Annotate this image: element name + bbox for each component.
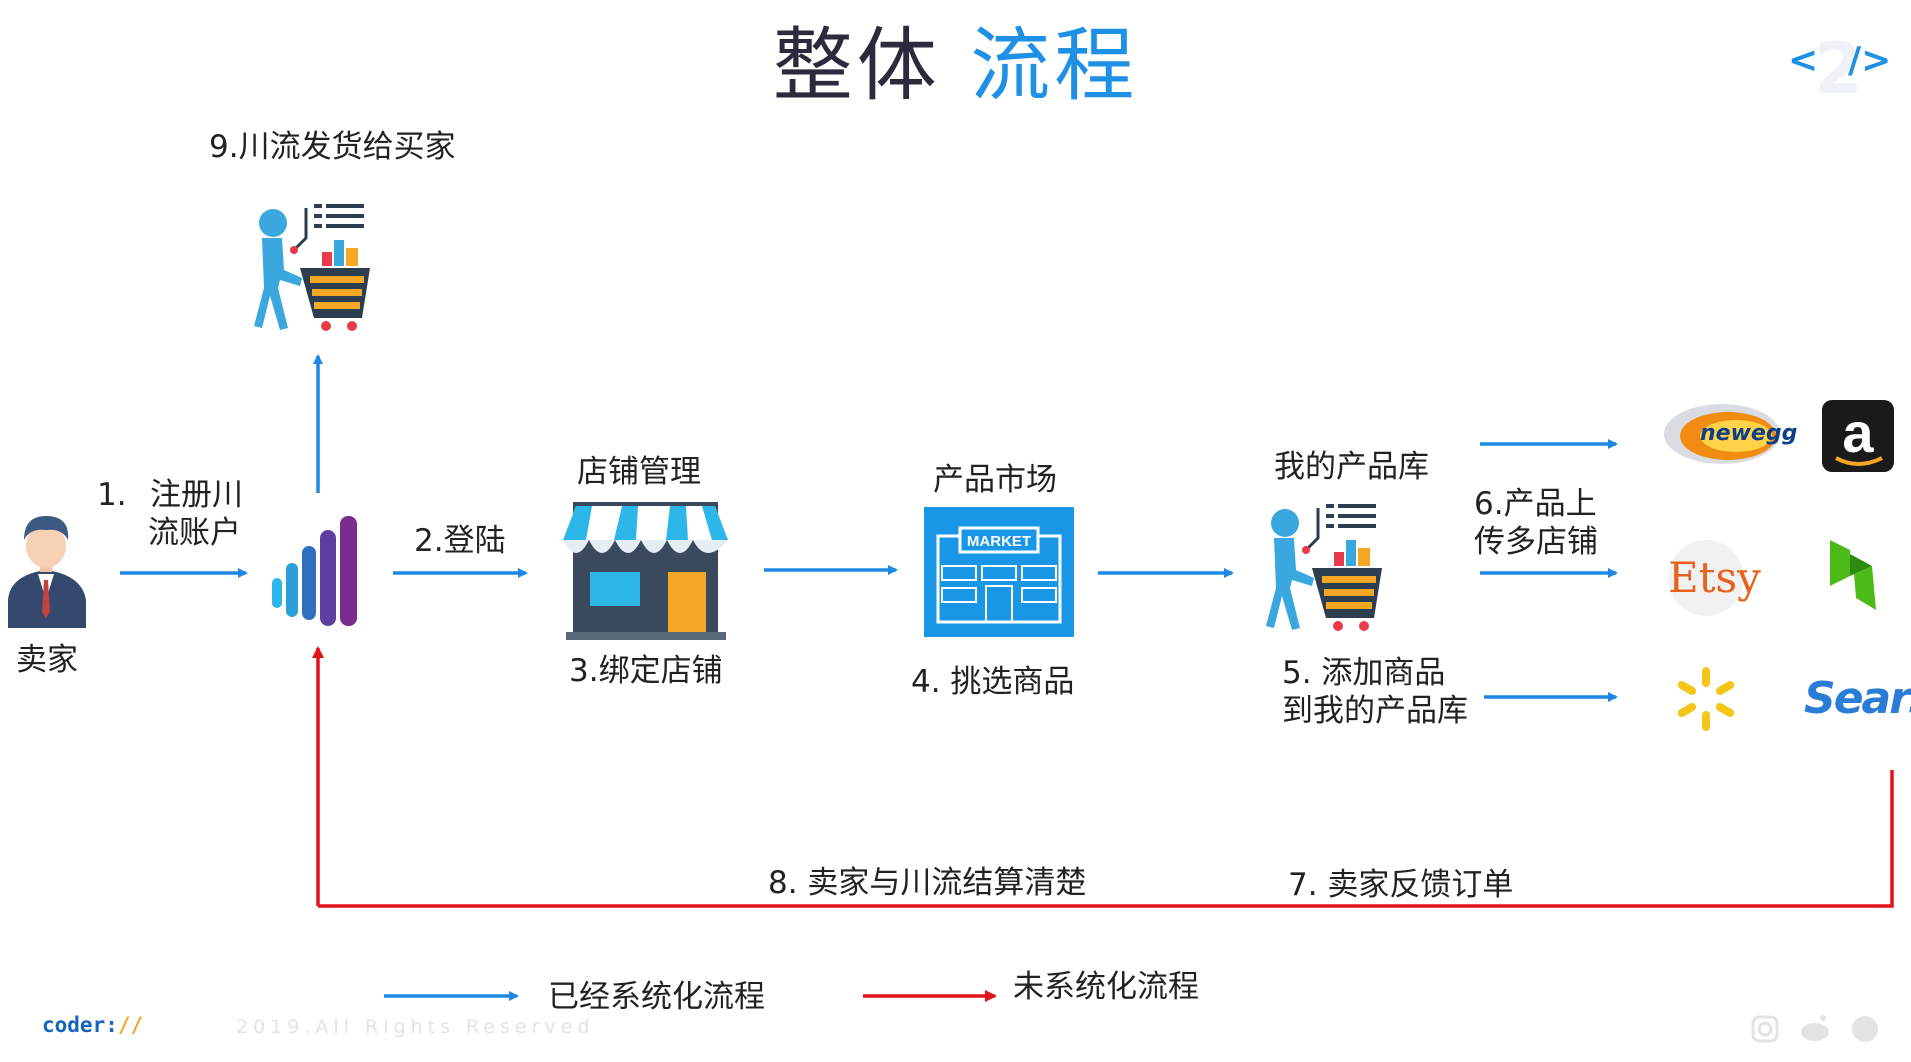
footer-logo-slashes: // — [117, 1013, 144, 1037]
footer-logo-text: coder: — [42, 1013, 118, 1037]
library-label: 我的产品库 — [1274, 449, 1429, 485]
legend-systematized-label: 已经系统化流程 — [548, 979, 765, 1015]
step3-label: 3.绑定店铺 — [569, 653, 723, 689]
step1-number: 1. — [97, 477, 127, 513]
brand-number: 2 — [1814, 28, 1863, 110]
etsy-logo-icon — [1668, 540, 1744, 616]
title-part1: 整体 — [772, 19, 941, 112]
houzz-logo-icon — [1830, 540, 1876, 610]
step9-label: 9.川流发货给买家 — [209, 129, 456, 165]
market-sign: MARKET — [967, 533, 1031, 550]
footer-logo: coder:// — [42, 1013, 143, 1037]
step5-line1: 5. 添加商品 — [1282, 655, 1446, 691]
step4-label: 4. 挑选商品 — [911, 664, 1075, 700]
step6-line1: 6.产品上 — [1474, 486, 1597, 522]
shop-management-label: 店铺管理 — [577, 454, 701, 490]
amazon-letter: a — [1842, 401, 1874, 464]
etsy-logo-text: Etsy — [1668, 553, 1761, 602]
market-building-icon — [924, 507, 1074, 637]
page-title: 整体 流程 — [0, 18, 1911, 114]
step1-line2: 流账户 — [148, 515, 241, 551]
step7-label: 7. 卖家反馈订单 — [1288, 867, 1514, 903]
seller-avatar-icon — [8, 516, 86, 628]
walmart-logo-icon — [1677, 667, 1735, 731]
brand-open-bracket: < — [1788, 40, 1819, 81]
market-label: 产品市场 — [933, 462, 1057, 498]
systematized-arrows — [120, 354, 1618, 1001]
newegg-logo-text: newegg — [1700, 421, 1798, 446]
step8-label: 8. 卖家与川流结算清楚 — [768, 865, 1087, 901]
sears-logo-text: Sears — [1804, 673, 1911, 724]
title-part2: 流程 — [970, 19, 1139, 112]
seller-label: 卖家 — [16, 642, 78, 678]
arrow-feedback-loop — [318, 770, 1894, 908]
legend-unsystematized-label: 未系统化流程 — [1013, 969, 1199, 1005]
amazon-logo-icon: a — [1822, 400, 1894, 472]
step6-line2: 传多店铺 — [1474, 524, 1598, 560]
instagram-icon[interactable] — [1751, 1015, 1779, 1043]
step2-label: 2.登陆 — [414, 523, 506, 559]
shopping-cart-person-icon — [1264, 502, 1384, 633]
github-icon[interactable] — [1852, 1016, 1878, 1042]
step5-line2: 到我的产品库 — [1282, 693, 1468, 729]
brand-close-bracket: /> — [1848, 40, 1892, 81]
step1-line1: 注册川 — [150, 477, 243, 513]
brand-logo: 2 < /> — [1788, 28, 1892, 110]
storefront-icon — [563, 502, 728, 640]
newegg-logo-icon — [1664, 404, 1780, 464]
unsystematized-arrows — [312, 646, 1894, 1002]
copyright-text: 2019.All Rights Reserved — [236, 1016, 595, 1038]
reddit-icon[interactable] — [1801, 1015, 1829, 1041]
chuanliu-logo-icon — [272, 516, 357, 626]
shopping-cart-person-icon — [252, 202, 372, 333]
